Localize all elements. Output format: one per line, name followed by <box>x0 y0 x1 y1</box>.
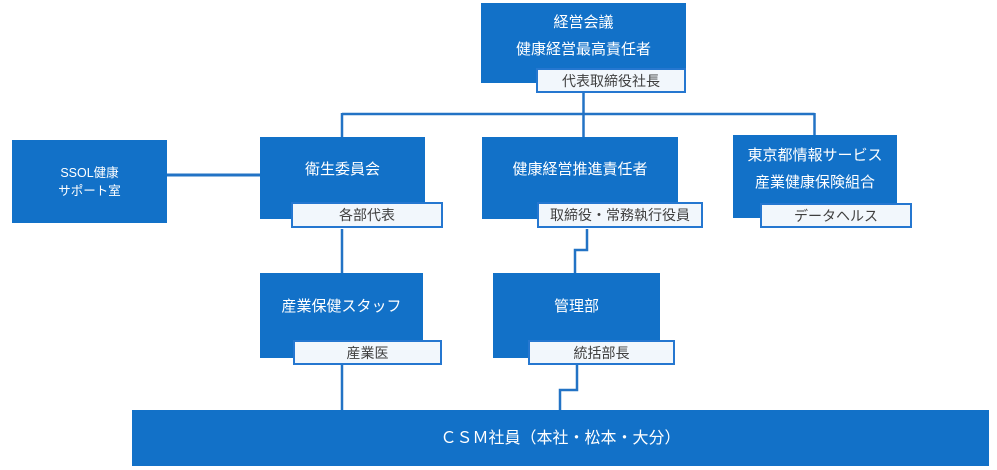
node-title: ＣＳＭ社員（本社・松本・大分） <box>440 429 681 447</box>
connector-kanri-to-csm <box>558 365 579 411</box>
node-csm-employees: ＣＳＭ社員（本社・松本・大分） <box>132 410 989 466</box>
sublabel-occupational-physician: 産業医 <box>293 340 442 365</box>
node-title-line: 東京都情報サービス <box>747 147 883 164</box>
sublabel-text: 統括部長 <box>573 344 630 361</box>
node-ssol-health-support: SSOL健康 サポート室 <box>12 140 167 223</box>
node-title: 健康経営推進責任者 <box>512 161 648 178</box>
sublabel-text: データヘルス <box>794 207 878 224</box>
sublabel-text: 各部代表 <box>339 207 395 223</box>
sublabel-data-health: データヘルス <box>760 203 912 228</box>
node-title: 産業保健スタッフ <box>281 298 402 315</box>
sublabel-general-manager: 統括部長 <box>528 340 675 365</box>
node-title-line: サポート室 <box>58 183 121 198</box>
node-title-line: SSOL健康 <box>60 165 119 180</box>
sublabel-representative-director: 代表取締役社長 <box>536 68 686 93</box>
sublabel-text: 代表取締役社長 <box>562 72 660 89</box>
node-title-line: 健康経営最高責任者 <box>515 40 651 58</box>
node-title: 衛生委員会 <box>304 161 380 178</box>
sublabel-text: 取締役・常務執行役員 <box>550 207 690 223</box>
sublabel-director-executive-officer: 取締役・常務執行役員 <box>537 202 703 228</box>
node-title-line: 産業健康保険組合 <box>754 174 875 191</box>
sublabel-department-representatives: 各部代表 <box>291 202 443 228</box>
node-title: 管理部 <box>553 298 599 315</box>
node-title-line: 経営会議 <box>553 13 614 31</box>
sublabel-text: 産業医 <box>346 344 389 361</box>
connector-suishin-to-kanri <box>573 229 589 275</box>
